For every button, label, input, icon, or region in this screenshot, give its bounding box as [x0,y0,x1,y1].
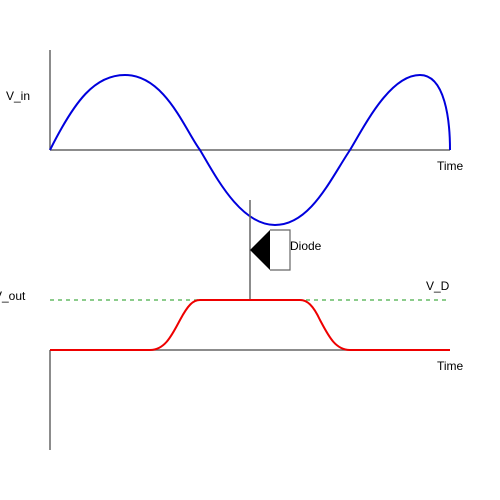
input-y-label: V_in [6,89,30,103]
diode-bracket [270,229,291,271]
diode-symbol: Diode [249,200,322,300]
input-sine-wave [49,73,451,227]
output-y-label: V_out [0,289,26,303]
diode-label: Diode [290,239,322,253]
output-clipped-wave [50,299,450,351]
output-x-label: Time [437,359,464,373]
output-plot: V_D V_out Time [0,279,464,450]
diode-triangle [250,230,270,270]
input-x-label: Time [437,159,464,173]
threshold-label: V_D [426,279,450,293]
input-plot: V_in Time [6,50,464,227]
